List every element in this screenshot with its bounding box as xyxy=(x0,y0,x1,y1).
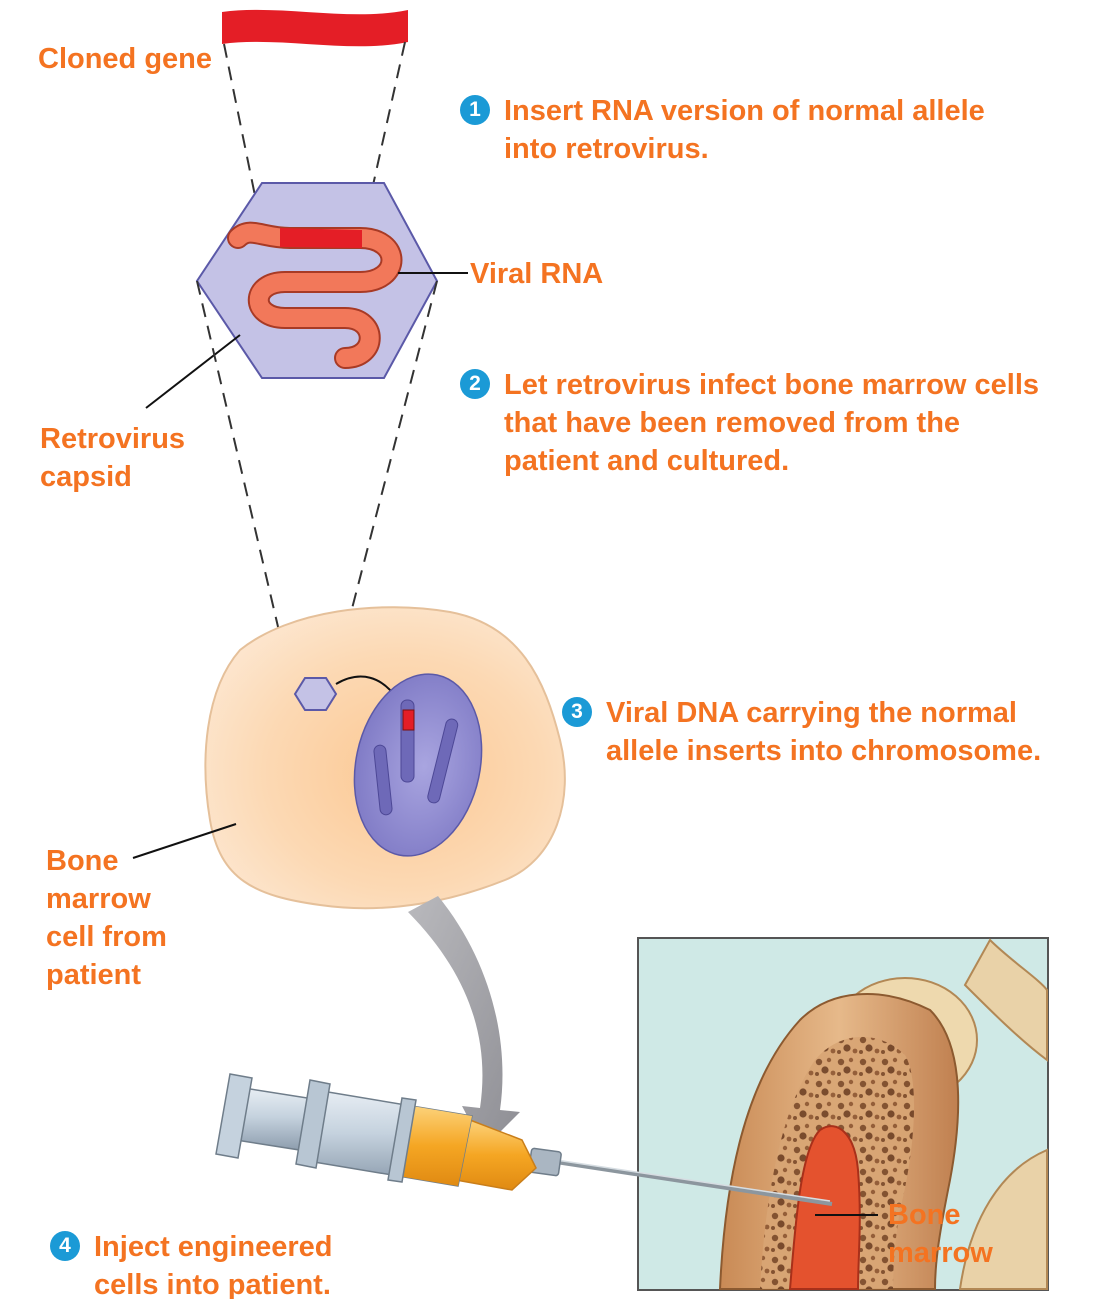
cloned-gene-ribbon xyxy=(222,10,408,46)
step-1: 1 Insert RNA version of normal allele in… xyxy=(460,92,985,168)
virion-icon xyxy=(295,678,336,710)
viral-rna-label: Viral RNA xyxy=(470,255,603,293)
bone-marrow-label: Bone marrow xyxy=(888,1196,993,1272)
step-1-text-line-2: into retrovirus. xyxy=(504,130,985,168)
step-2-text-line-2: that have been removed from the xyxy=(504,404,1039,442)
step-4-number-badge: 4 xyxy=(50,1231,80,1261)
step-2-text-line-3: patient and cultured. xyxy=(504,442,1039,480)
step-4-text-line-1: Inject engineered xyxy=(94,1228,333,1266)
capsid-leader xyxy=(146,335,240,408)
step-1-number-badge: 1 xyxy=(460,95,490,125)
inserted-gene-segment xyxy=(280,228,362,248)
step-3: 3 Viral DNA carrying the normal allele i… xyxy=(562,694,1041,770)
step-1-text-line-1: Insert RNA version of normal allele xyxy=(504,92,985,130)
bone-marrow-cell-label: Bone marrow cell from patient xyxy=(46,842,167,994)
step-4-text-line-2: cells into patient. xyxy=(94,1266,333,1299)
inserted-dna-marker xyxy=(403,710,414,730)
step-3-text-line-2: allele inserts into chromosome. xyxy=(606,732,1041,770)
step-3-number-badge: 3 xyxy=(562,697,592,727)
step-3-text-line-1: Viral DNA carrying the normal xyxy=(606,694,1041,732)
step-2-text-line-1: Let retrovirus infect bone marrow cells xyxy=(504,366,1039,404)
step-2-number-badge: 2 xyxy=(460,369,490,399)
retrovirus-capsid-label: Retrovirus capsid xyxy=(40,420,185,496)
step-4: 4 Inject engineered cells into patient. xyxy=(50,1228,333,1299)
cloned-gene-label: Cloned gene xyxy=(38,40,212,78)
step-2: 2 Let retrovirus infect bone marrow cell… xyxy=(460,366,1039,480)
